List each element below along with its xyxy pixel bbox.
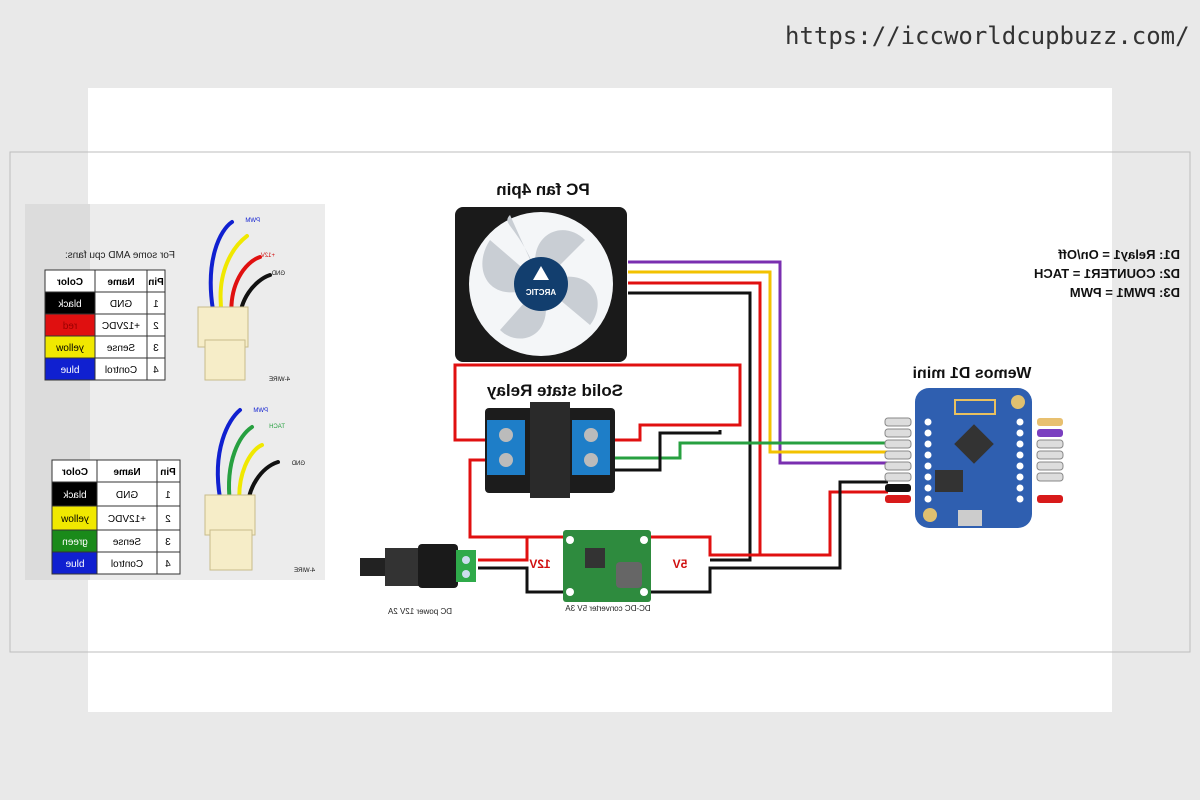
svg-text:black: black [57, 299, 81, 310]
fan-title: PC fan 4pin [496, 180, 590, 199]
pin-notes: D1: Relay1 = On/Off D2: COUNTER1 = TACH … [1034, 247, 1180, 300]
svg-text:Sense: Sense [106, 343, 135, 354]
wire-gnd-out [648, 480, 888, 594]
wire-12v-in [468, 458, 529, 562]
svg-text:GND: GND [110, 299, 132, 310]
table1-caption: For some AMD cpu fans: [65, 250, 175, 261]
note-d2: D2: COUNTER1 = TACH [1034, 266, 1180, 281]
svg-text:blue: blue [65, 559, 84, 570]
svg-text:1: 1 [153, 299, 159, 310]
svg-text:3: 3 [153, 343, 159, 354]
pinout-table-2: Pin Name Color 1 GND black 2 +12VDC yell… [51, 459, 181, 575]
note-d1: D1: Relay1 = On/Off [1058, 247, 1180, 262]
pinout-table-1: For some AMD cpu fans: Pin Name Color 1 … [44, 250, 175, 381]
svg-text:Pin: Pin [160, 467, 176, 478]
svg-text:Sense: Sense [112, 537, 141, 548]
input-voltage: 12V [529, 557, 550, 571]
wire-fan-12v [628, 281, 762, 555]
wire-relay-ctrl [610, 441, 888, 460]
dc-power-jack [360, 544, 476, 588]
svg-text:2: 2 [153, 321, 159, 332]
wire-relay-gnd [610, 430, 722, 472]
svg-text:Control: Control [111, 559, 143, 570]
svg-text:4: 4 [165, 559, 171, 570]
dc-terminal [456, 550, 476, 582]
wire-gnd-in [478, 566, 570, 594]
svg-text:Color: Color [62, 467, 88, 478]
watermark: https://iccworldcupbuzz.com/ [785, 22, 1190, 50]
relay-title: Solid state Relay [486, 381, 623, 400]
fan-connector-1: PWM +12V GND 4-WIRE [197, 218, 290, 383]
wire-pwm [628, 260, 888, 465]
wemos-d1-mini [884, 388, 1064, 528]
svg-text:Control: Control [105, 365, 137, 376]
svg-text:Color: Color [57, 277, 83, 288]
wemos-pin-labels [884, 417, 1064, 503]
wemos-title: Wemos D1 mini [913, 365, 1032, 382]
svg-text:4-WIRE: 4-WIRE [294, 568, 315, 574]
fan-hub [514, 257, 568, 311]
svg-text:+12VDC: +12VDC [102, 321, 140, 332]
svg-text:1: 1 [165, 490, 171, 501]
svg-text:2: 2 [165, 514, 171, 525]
svg-text:+12VDC: +12VDC [108, 514, 146, 525]
note-d3: D3: PWM1 = PWM [1070, 285, 1180, 300]
svg-text:TACH: TACH [269, 424, 285, 430]
dc-power-label: DC power 12V 2A [387, 607, 452, 616]
fan-brand: ARCTIC [526, 288, 556, 297]
svg-text:4-WIRE: 4-WIRE [269, 377, 290, 383]
wire-fan-gnd [628, 291, 752, 562]
svg-text:black: black [62, 490, 86, 501]
wires [453, 260, 888, 594]
svg-text:GND: GND [116, 490, 138, 501]
diagram-border [9, 151, 1191, 653]
dc-dc-converter [563, 530, 651, 602]
solid-state-relay [485, 402, 615, 498]
svg-text:Pin: Pin [148, 277, 164, 288]
svg-text:PWM: PWM [253, 408, 268, 414]
svg-text:GND: GND [291, 461, 305, 467]
svg-text:yellow: yellow [60, 514, 89, 525]
svg-text:+12V: +12V [261, 253, 275, 259]
svg-text:yellow: yellow [55, 343, 84, 354]
svg-text:3: 3 [165, 537, 171, 548]
svg-text:Name: Name [113, 467, 141, 478]
fan-connector-2: PWM TACH GND 4-WIRE [204, 408, 315, 574]
output-voltage: 5V [673, 557, 688, 571]
pc-fan: ARCTIC [455, 207, 627, 362]
svg-text:4: 4 [153, 365, 159, 376]
svg-text:green: green [62, 537, 88, 548]
svg-text:GND: GND [271, 271, 285, 277]
wire-relay-12v [453, 363, 742, 442]
svg-text:red: red [63, 321, 77, 332]
svg-text:blue: blue [60, 365, 79, 376]
wire-tach [628, 270, 888, 454]
svg-text:PWM: PWM [245, 218, 260, 224]
converter-label: DC-DC converter 5V 3A [565, 604, 651, 613]
svg-text:Name: Name [107, 277, 135, 288]
